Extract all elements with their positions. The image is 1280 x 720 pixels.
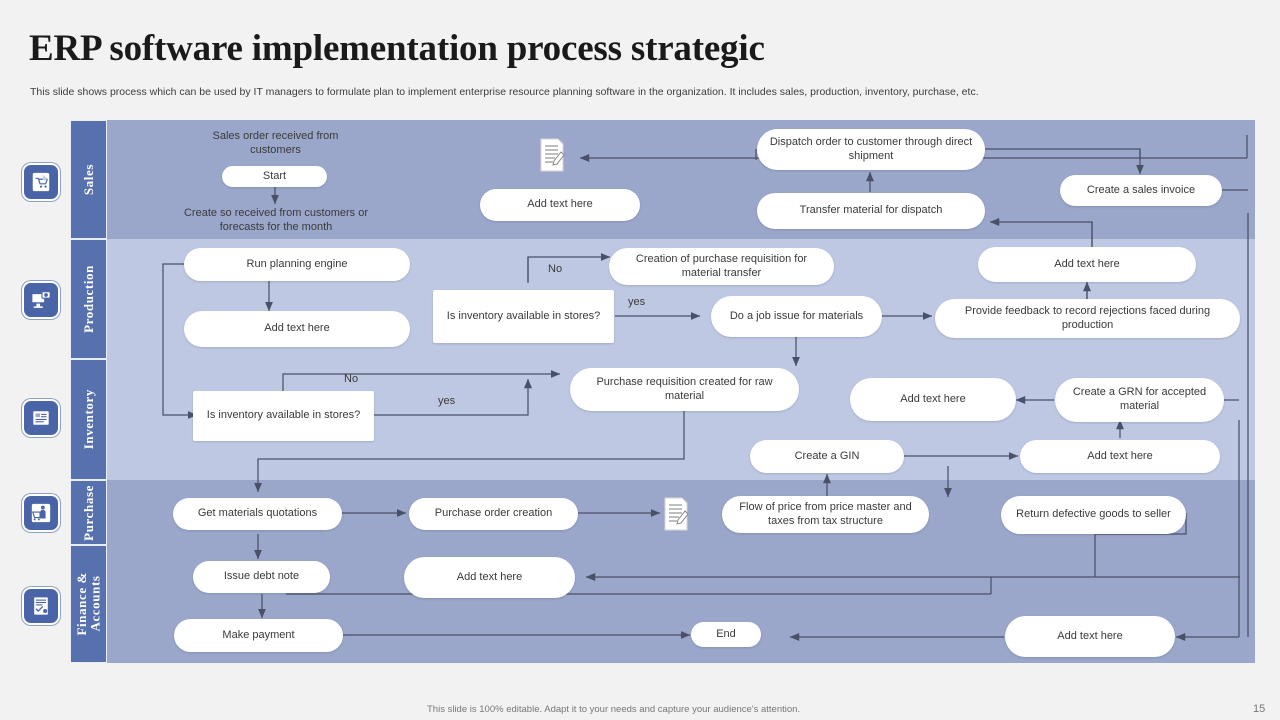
band-label-sales-text: Sales — [80, 163, 96, 196]
document-icon-sales — [539, 138, 565, 177]
node-provide-feedback[interactable]: Provide feedback to record rejections fa… — [935, 299, 1240, 338]
node-create-gin[interactable]: Create a GIN — [750, 440, 904, 473]
footer-note: This slide is 100% editable. Adapt it to… — [427, 704, 801, 715]
node-end[interactable]: End — [691, 622, 761, 647]
node-inventory-add-text-mid[interactable]: Add text here — [850, 378, 1016, 421]
band-label-sales: Sales — [70, 120, 107, 239]
sidebar-item-finance[interactable] — [22, 587, 60, 625]
node-issue-debt-note[interactable]: Issue debt note — [193, 561, 330, 593]
node-production-add-text-left[interactable]: Add text here — [184, 311, 410, 347]
page-title: ERP software implementation process stra… — [29, 28, 765, 69]
edge-label-prod-yes: yes — [628, 296, 646, 308]
sidebar-item-production[interactable] — [22, 281, 60, 319]
band-label-production-text: Production — [80, 265, 96, 333]
shopper-icon — [30, 502, 52, 524]
clipboard-icon — [30, 407, 52, 429]
node-finance-add-text-left[interactable]: Add text here — [404, 557, 575, 598]
node-start[interactable]: Start — [222, 166, 327, 187]
band-label-finance: Finance & Accounts — [70, 545, 107, 663]
node-finance-add-text-right[interactable]: Add text here — [1005, 616, 1175, 657]
node-run-planning-engine[interactable]: Run planning engine — [184, 248, 410, 281]
node-transfer-material[interactable]: Transfer material for dispatch — [757, 193, 985, 229]
node-production-add-text-right[interactable]: Add text here — [978, 247, 1196, 282]
edge-label-inv-yes: yes — [438, 395, 456, 407]
sidebar-item-inventory[interactable] — [22, 399, 60, 437]
edge-label-inv-no: No — [344, 373, 359, 385]
band-label-finance-text: Finance & Accounts — [73, 572, 103, 636]
node-inventory-add-text-right[interactable]: Add text here — [1020, 440, 1220, 473]
band-label-purchase: Purchase — [70, 480, 107, 545]
node-creation-purchase-requisition[interactable]: Creation of purchase requisition for mat… — [609, 248, 834, 285]
sidebar-item-sales[interactable] — [22, 163, 60, 201]
node-return-defective-goods[interactable]: Return defective goods to seller — [1001, 496, 1186, 534]
page-number: 15 — [1253, 703, 1266, 715]
node-purchase-order-creation[interactable]: Purchase order creation — [409, 498, 578, 530]
node-get-materials-quotations[interactable]: Get materials quotations — [173, 498, 342, 530]
node-do-job-issue[interactable]: Do a job issue for materials — [711, 296, 882, 337]
monitor-gear-icon — [30, 289, 52, 311]
node-create-sales-invoice[interactable]: Create a sales invoice — [1060, 175, 1222, 206]
node-prod-inventory-question[interactable]: Is inventory available in stores? — [433, 290, 614, 343]
page-subtitle: This slide shows process which can be us… — [30, 86, 979, 98]
invoice-icon — [30, 595, 52, 617]
node-flow-of-price[interactable]: Flow of price from price master and taxe… — [722, 496, 929, 533]
node-sales-add-text[interactable]: Add text here — [480, 189, 640, 221]
sidebar-item-purchase[interactable] — [22, 494, 60, 532]
band-label-production: Production — [70, 239, 107, 359]
band-label-inventory: Inventory — [70, 359, 107, 480]
node-make-payment[interactable]: Make payment — [174, 619, 343, 652]
band-label-inventory-text: Inventory — [80, 389, 96, 450]
sales-order-caption: Sales order received from customers — [212, 130, 339, 157]
node-inv-inventory-question[interactable]: Is inventory available in stores? — [193, 391, 374, 441]
node-dispatch-order[interactable]: Dispatch order to customer through direc… — [757, 129, 985, 170]
band-label-purchase-text: Purchase — [80, 484, 96, 541]
edge-label-prod-no: No — [548, 263, 563, 275]
node-create-grn[interactable]: Create a GRN for accepted material — [1055, 378, 1224, 422]
create-so-caption: Create so received from customers or for… — [183, 207, 368, 234]
node-purchase-requisition-raw[interactable]: Purchase requisition created for raw mat… — [570, 368, 799, 411]
document-icon-purchase — [663, 497, 689, 536]
cart-icon — [30, 171, 52, 193]
